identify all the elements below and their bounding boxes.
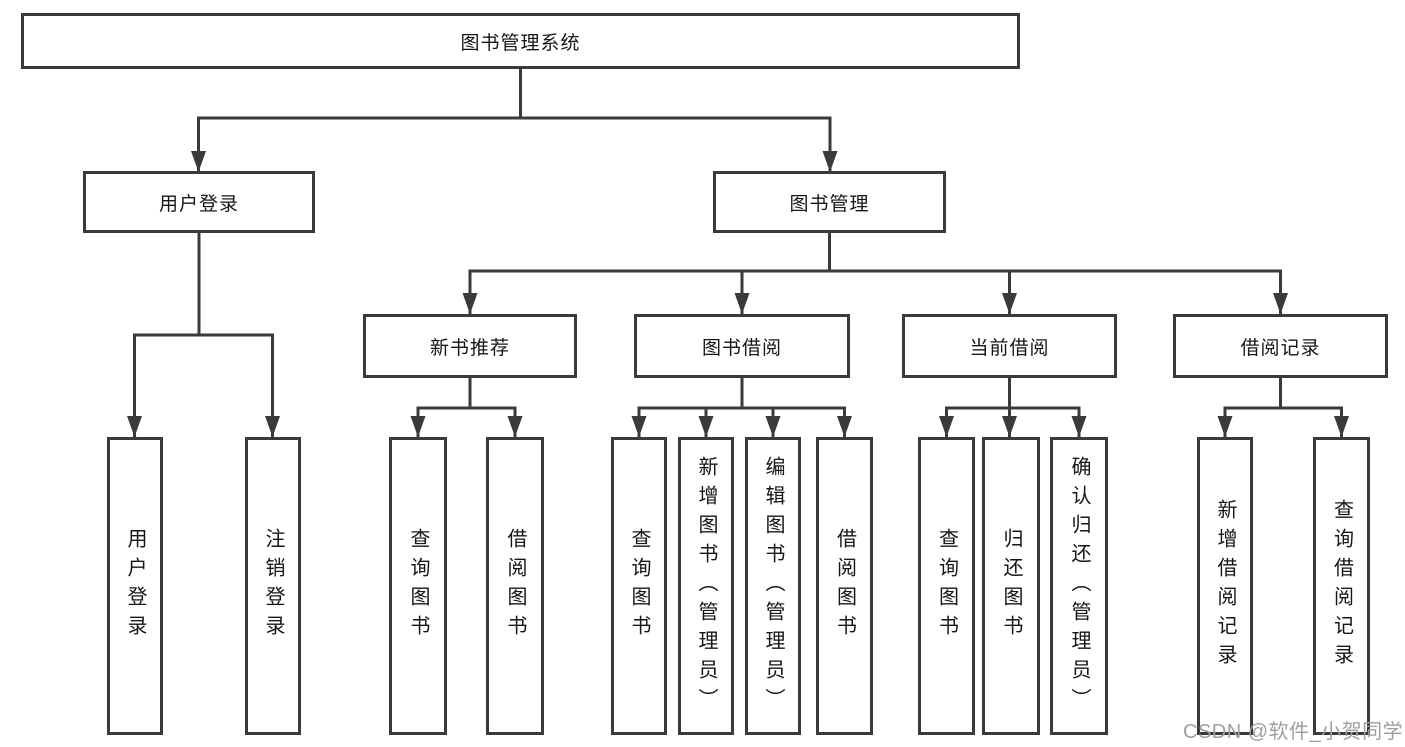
leaf-recommend-query-book: 查询图书 [389, 437, 447, 735]
node-root-library-system: 图书管理系统 [21, 13, 1020, 69]
node-user-login: 用户登录 [83, 171, 315, 233]
leaf-borrow-add-book-admin: 新增图书（管理员） [678, 437, 734, 735]
leaf-records-add-record: 新增借阅记录 [1197, 437, 1253, 735]
leaf-recommend-borrow-book: 借阅图书 [486, 437, 544, 735]
leaf-current-query-book: 查询图书 [918, 437, 975, 735]
leaf-records-query-record: 查询借阅记录 [1313, 437, 1370, 735]
node-book-borrow: 图书借阅 [634, 314, 850, 378]
leaf-current-confirm-return-admin: 确认归还（管理员） [1050, 437, 1108, 735]
leaf-current-return-book: 归还图书 [982, 437, 1040, 735]
node-current-borrow: 当前借阅 [902, 314, 1117, 378]
leaf-borrow-query-book: 查询图书 [611, 437, 667, 735]
leaf-borrow-borrow-book: 借阅图书 [816, 437, 873, 735]
watermark: CSDN @软件_小贺同学 [1183, 721, 1404, 743]
leaf-logout: 注销登录 [245, 437, 301, 735]
node-book-management: 图书管理 [713, 171, 946, 233]
node-new-book-recommend: 新书推荐 [363, 314, 577, 378]
leaf-user-login: 用户登录 [107, 437, 163, 735]
leaf-borrow-edit-book-admin: 编辑图书（管理员） [745, 437, 801, 735]
node-borrow-records: 借阅记录 [1173, 314, 1388, 378]
